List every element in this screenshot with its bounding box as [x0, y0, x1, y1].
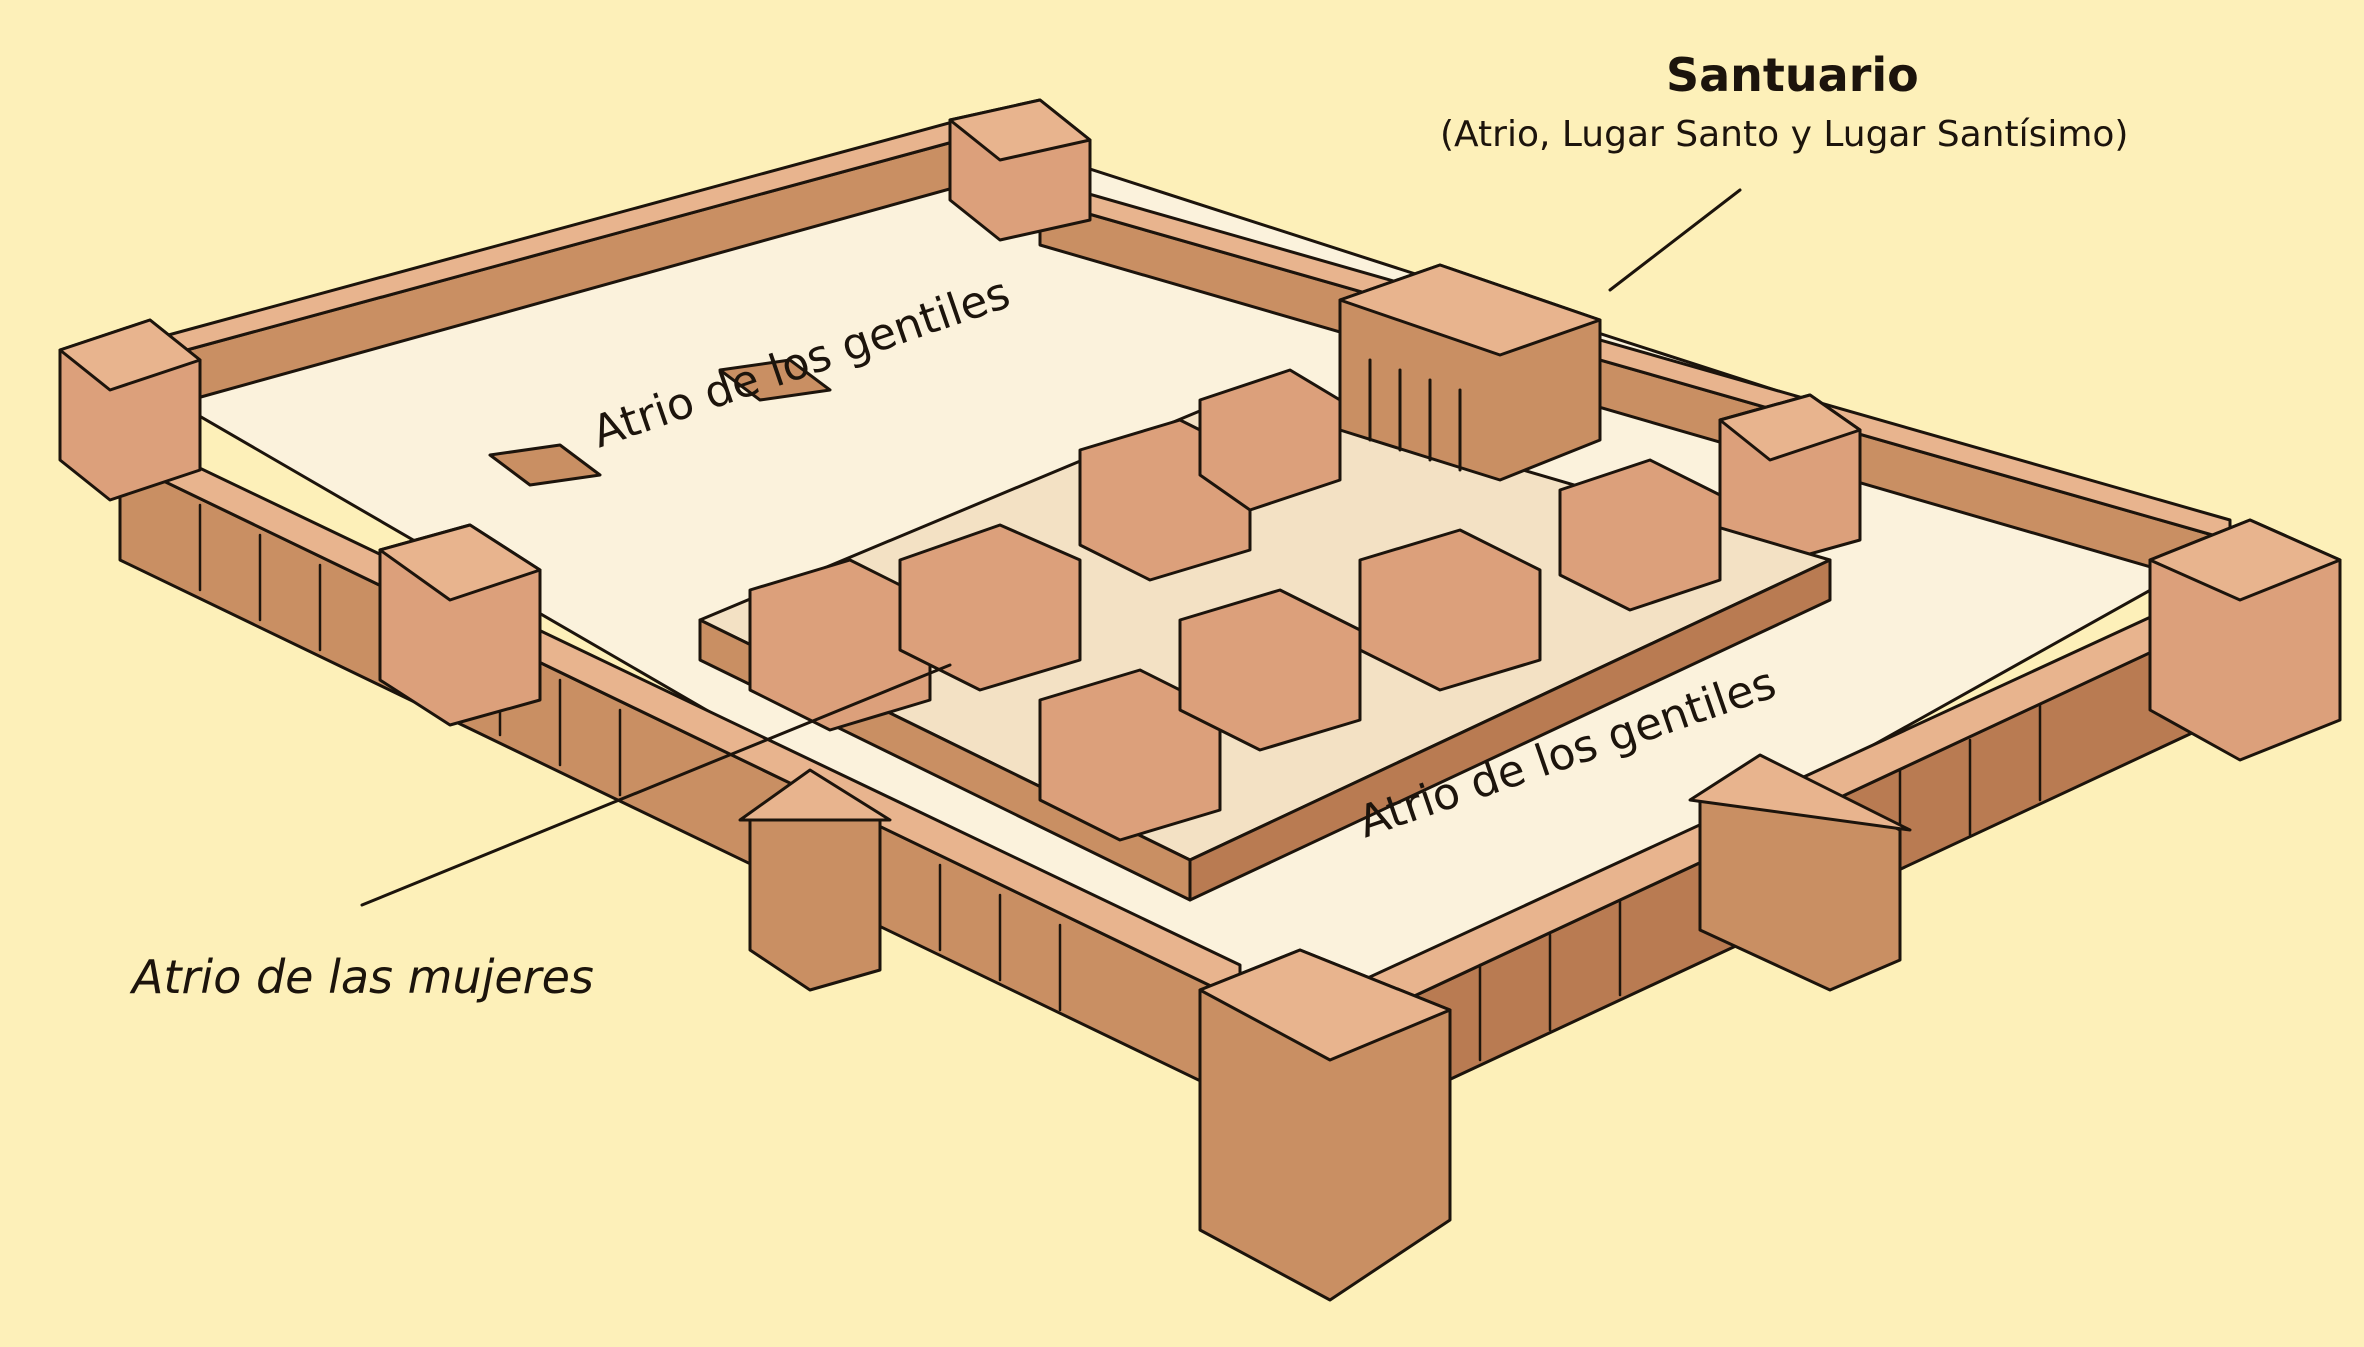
- women-court-leader-line: [360, 663, 952, 907]
- sanctuary-title: Santuario: [1666, 48, 1919, 102]
- corner-tower-back: [948, 98, 1092, 242]
- court-of-women-label: Atrio de las mujeres: [132, 950, 594, 1004]
- outer-court-altar-1: [718, 358, 832, 402]
- sanctuary-leader-line: [1608, 188, 1742, 292]
- corner-tower-left: [58, 318, 202, 502]
- sanctuary-building: [1338, 263, 1602, 482]
- corner-tower-front: [1198, 948, 1452, 1302]
- sanctuary-subtitle: (Atrio, Lugar Santo y Lugar Santísimo): [1440, 114, 2129, 155]
- mid-tower-right: [1718, 393, 1862, 567]
- gate-right: [1688, 753, 1912, 992]
- mid-tower-left: [378, 523, 542, 727]
- gate-left: [738, 768, 892, 992]
- inner-buildings: [748, 368, 1722, 842]
- outer-court-altar-2: [488, 443, 602, 487]
- corner-tower-right: [2148, 518, 2342, 762]
